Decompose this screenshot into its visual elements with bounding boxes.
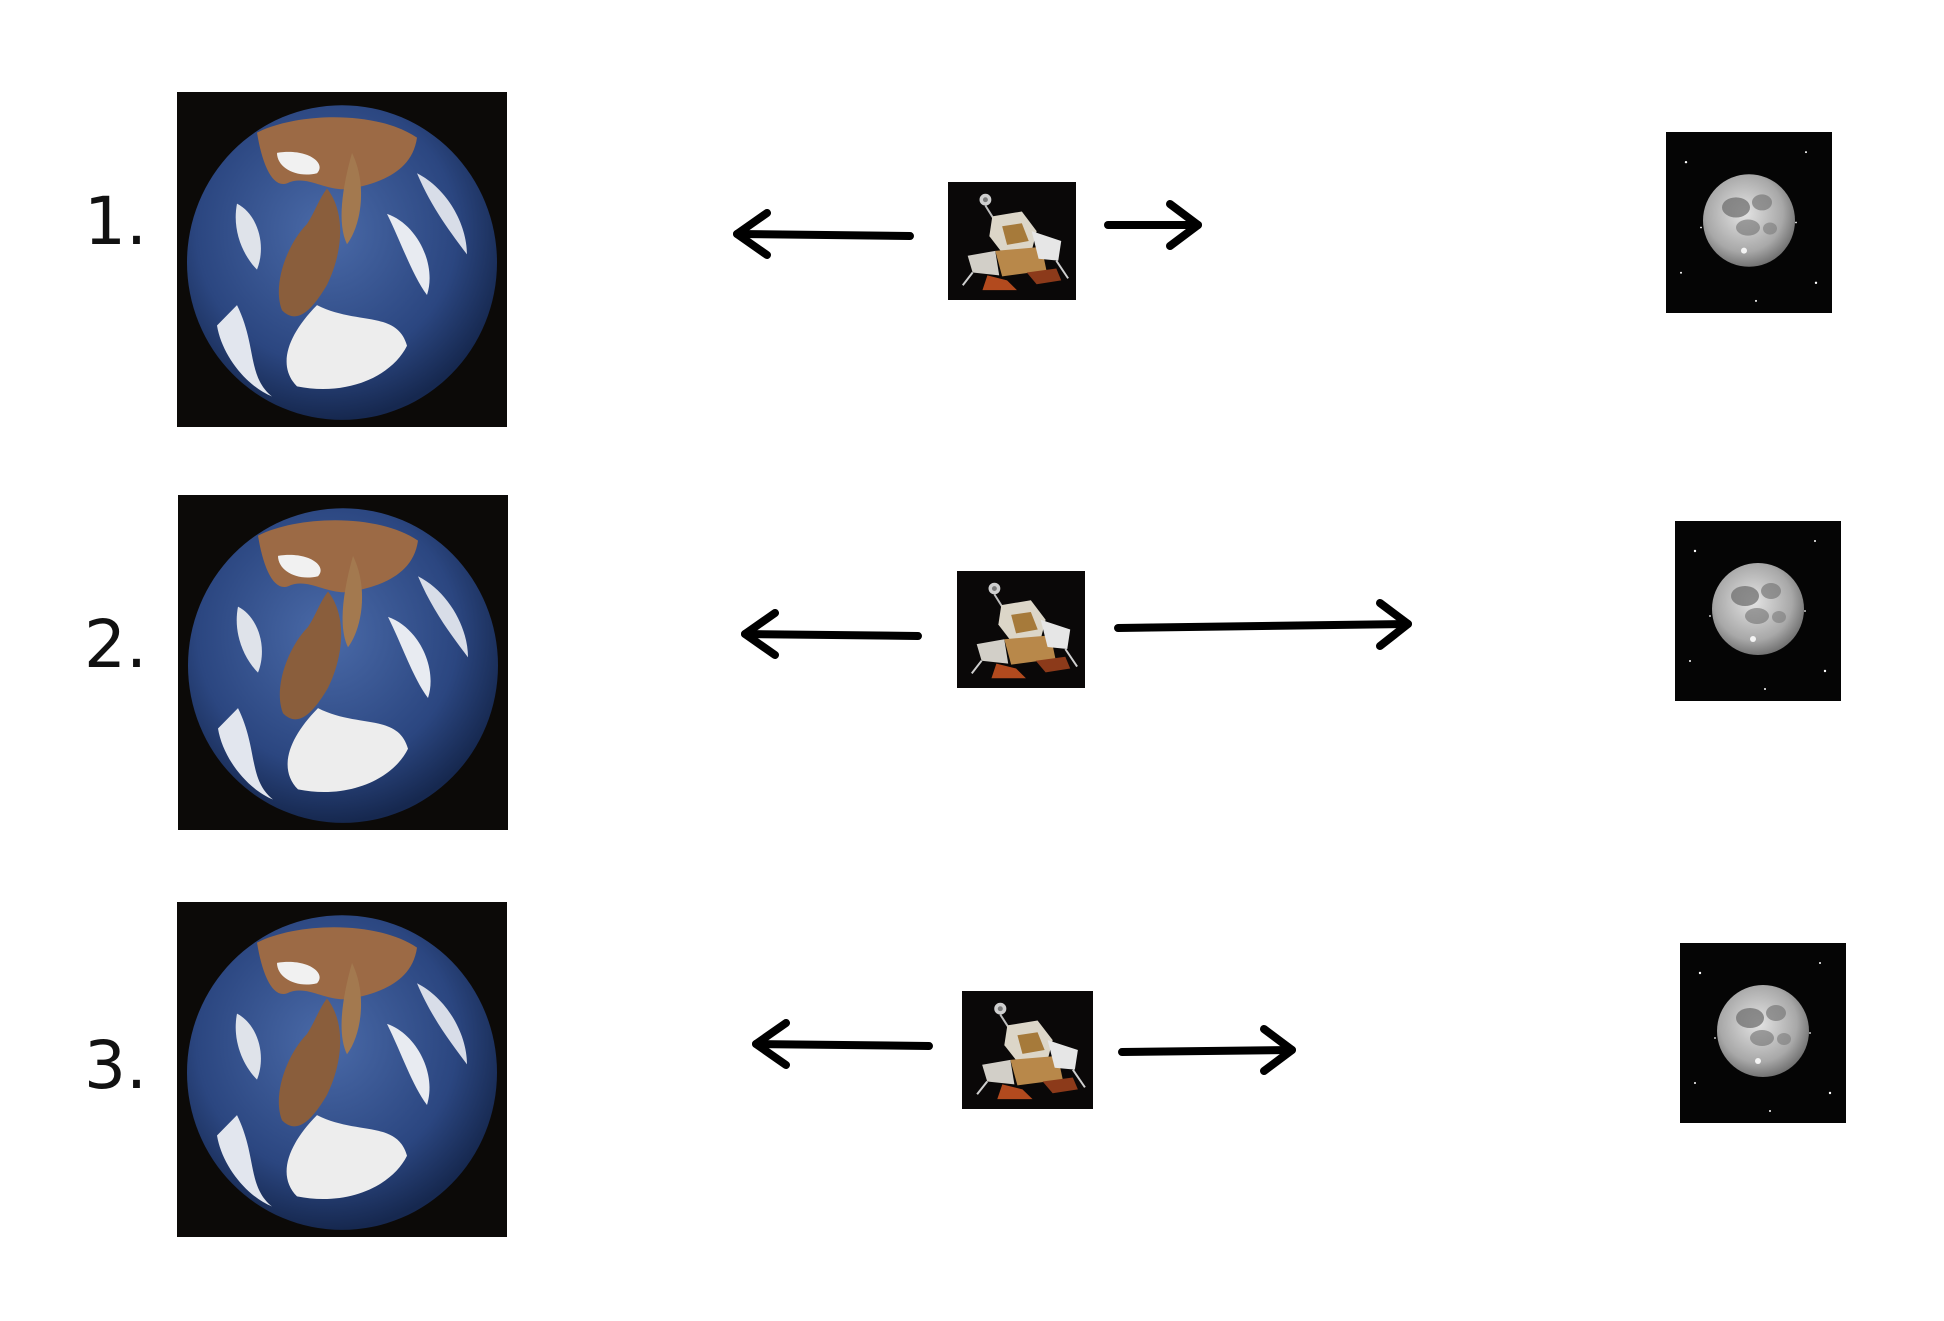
- arrow-right-icon: [1110, 596, 1422, 656]
- moon-icon: [1675, 521, 1841, 701]
- arrow-right-icon: [1114, 1020, 1306, 1080]
- arrow-left-icon: [733, 605, 923, 665]
- earth-icon: [177, 92, 507, 427]
- lunar-module-icon: [948, 182, 1076, 300]
- moon-icon: [1666, 132, 1832, 313]
- arrow-right-icon: [1100, 195, 1210, 255]
- earth-icon: [178, 495, 508, 830]
- lunar-module-icon: [957, 571, 1085, 688]
- row-number: 2.: [84, 606, 147, 683]
- row-number: 3.: [84, 1027, 147, 1104]
- lunar-module-icon: [962, 991, 1093, 1109]
- arrow-left-icon: [725, 205, 915, 265]
- row-number: 1.: [84, 183, 147, 260]
- arrow-left-icon: [744, 1014, 934, 1074]
- moon-icon: [1680, 943, 1846, 1123]
- earth-icon: [177, 902, 507, 1237]
